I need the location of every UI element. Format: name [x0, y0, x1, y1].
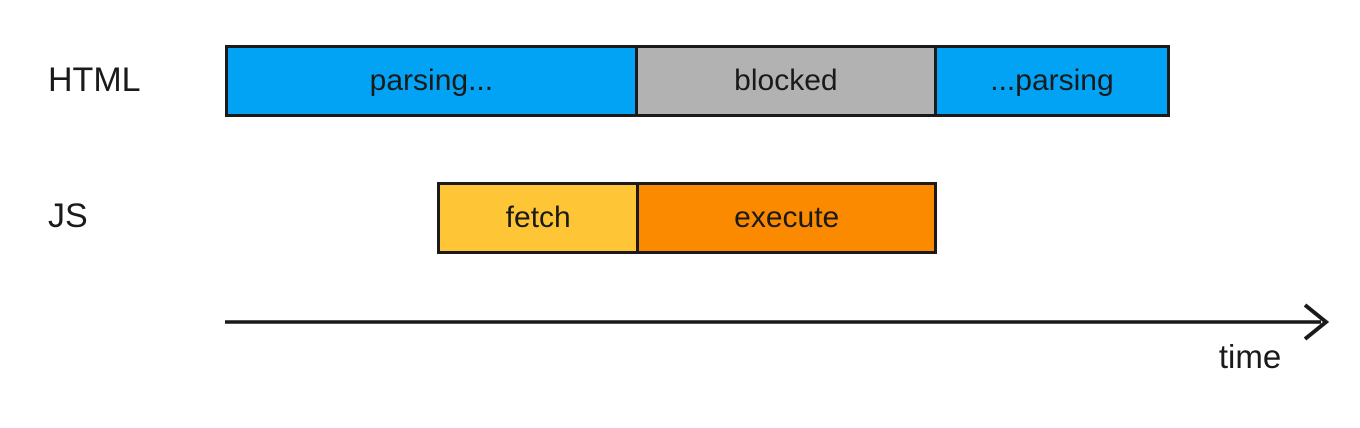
- segment-fetch: fetch: [440, 185, 640, 251]
- segment-execute: execute: [639, 185, 934, 251]
- html-timeline-bar: parsing... blocked ...parsing: [225, 45, 1170, 117]
- time-axis-arrow-icon: [225, 303, 1330, 341]
- segment-parsing-end: ...parsing: [936, 48, 1167, 114]
- row-label-js: JS: [48, 197, 88, 235]
- time-axis-label: time: [1218, 338, 1282, 375]
- segment-blocked: blocked: [637, 48, 937, 114]
- row-label-html: HTML: [48, 61, 141, 99]
- segment-parsing-start: parsing...: [228, 48, 638, 114]
- js-timeline-bar: fetch execute: [437, 182, 937, 254]
